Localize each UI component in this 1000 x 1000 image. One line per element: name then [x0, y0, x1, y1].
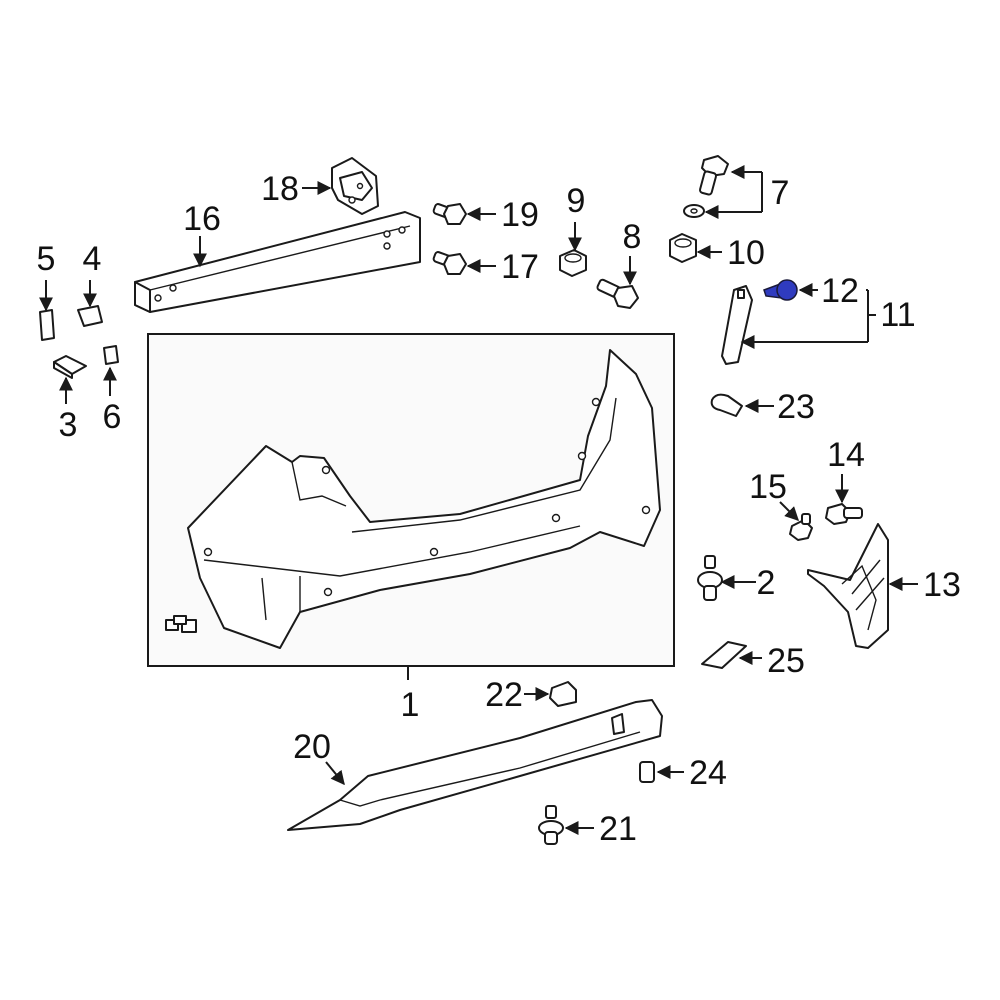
bumper-cover-part[interactable] [187, 349, 661, 649]
reinforcement-bracket-part[interactable] [331, 157, 379, 215]
callout-11: 11 [880, 296, 915, 334]
side-bracket-13-part[interactable] [807, 523, 889, 649]
callout-13: 13 [923, 566, 961, 604]
callout-6: 6 [103, 398, 122, 436]
clip-24-part[interactable] [639, 761, 655, 783]
bumper-connector-part[interactable] [165, 615, 197, 633]
callout-21: 21 [599, 810, 637, 848]
callout-14: 14 [827, 436, 865, 474]
callout-15: 15 [749, 468, 787, 506]
callout-4: 4 [83, 240, 102, 278]
nut-9-part[interactable] [559, 249, 587, 277]
callout-2: 2 [757, 564, 776, 602]
block-5-part[interactable] [39, 309, 55, 341]
block-6-part[interactable] [103, 345, 119, 365]
push-clip-2-part[interactable] [697, 555, 723, 601]
block-3-part[interactable] [53, 355, 87, 379]
callout-24: 24 [689, 754, 727, 792]
block-22-part[interactable] [549, 681, 577, 707]
callout-17: 17 [501, 248, 539, 286]
bolt-14-part[interactable] [825, 503, 863, 525]
callout-labels: 1 2 3 4 5 6 7 8 9 10 11 12 13 14 15 16 1… [37, 170, 961, 848]
callout-12: 12 [821, 272, 859, 310]
lower-molding-20-part[interactable] [287, 699, 663, 831]
callout-9: 9 [567, 182, 586, 220]
clip-23-part[interactable] [710, 393, 743, 417]
callout-8: 8 [623, 218, 642, 256]
bolt-17-part[interactable] [432, 251, 467, 275]
block-4-part[interactable] [77, 305, 103, 327]
callout-16: 16 [183, 200, 221, 238]
bolt-8-part[interactable] [596, 278, 639, 309]
bracket-11-part[interactable] [721, 285, 753, 365]
bolt-19-part[interactable] [432, 203, 467, 225]
callout-18: 18 [261, 170, 299, 208]
callout-22: 22 [485, 676, 523, 714]
reinforcement-beam-part[interactable] [134, 211, 421, 313]
callout-7: 7 [771, 174, 790, 212]
callout-3: 3 [59, 406, 78, 444]
callout-10: 10 [727, 234, 765, 272]
washer-7-part[interactable] [683, 204, 705, 218]
callout-20: 20 [293, 728, 331, 766]
push-clip-21-part[interactable] [538, 805, 564, 845]
nut-10-part[interactable] [669, 233, 697, 263]
bolt-7-part[interactable] [699, 155, 729, 196]
callout-5: 5 [37, 240, 56, 278]
callout-25: 25 [767, 642, 805, 680]
callout-19: 19 [501, 196, 539, 234]
leader-lines [39, 165, 918, 835]
callout-1: 1 [401, 686, 420, 724]
pad-25-part[interactable] [701, 641, 747, 669]
callout-23: 23 [777, 388, 815, 426]
fastener-15-part[interactable] [789, 513, 813, 541]
clip-12-part-highlighted[interactable] [763, 279, 798, 301]
